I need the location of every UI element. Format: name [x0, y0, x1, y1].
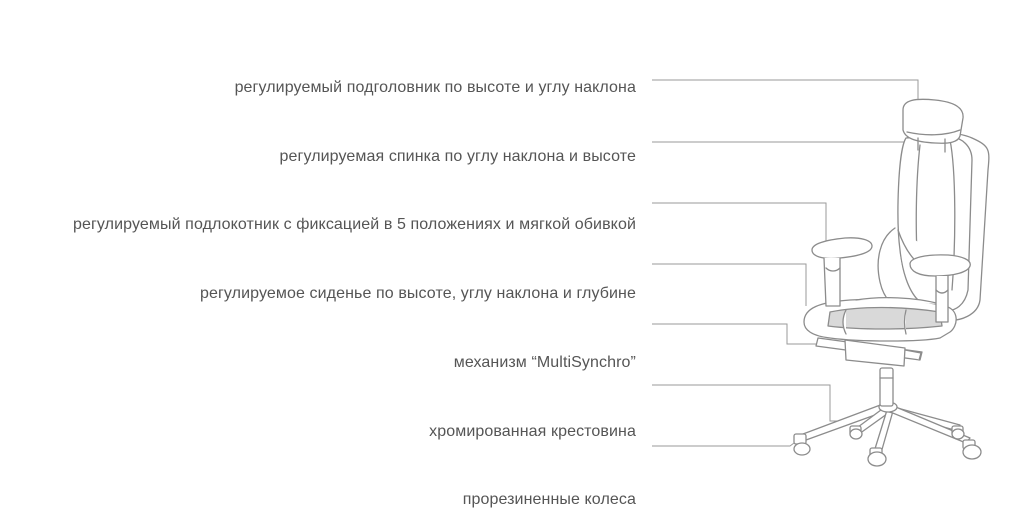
feature-label-mechanism: механизм “MultiSynchro” — [453, 354, 636, 371]
multisynchro-mechanism — [815, 337, 923, 367]
feature-label-armrest: регулируемый подлокотник с фиксацией в 5… — [73, 216, 636, 233]
leader-line-wheels — [652, 439, 799, 447]
leader-line-base — [652, 384, 852, 422]
leader-line-seat — [652, 263, 807, 306]
chrome-base — [802, 401, 971, 454]
feature-label-headrest: регулируемый подголовник по высоте и угл… — [234, 79, 636, 96]
office-chair-illustration — [793, 98, 990, 467]
backrest — [877, 132, 990, 321]
leader-line-armrest — [652, 202, 827, 244]
wheels — [793, 425, 982, 467]
armrest-left — [811, 237, 873, 307]
headrest — [902, 98, 964, 153]
feature-label-seat: регулируемое сиденье по высоте, углу нак… — [200, 285, 636, 302]
leader-line-headrest — [652, 79, 919, 102]
gas-cylinder — [879, 367, 894, 407]
feature-label-wheels: прорезиненные колеса — [462, 491, 636, 508]
feature-label-backrest: регулируемая спинка по углу наклона и вы… — [279, 148, 636, 165]
feature-label-base: хромированная крестовина — [429, 423, 636, 440]
seat — [803, 297, 957, 342]
armrest-right — [909, 254, 971, 323]
leader-line-mechanism — [652, 323, 818, 345]
